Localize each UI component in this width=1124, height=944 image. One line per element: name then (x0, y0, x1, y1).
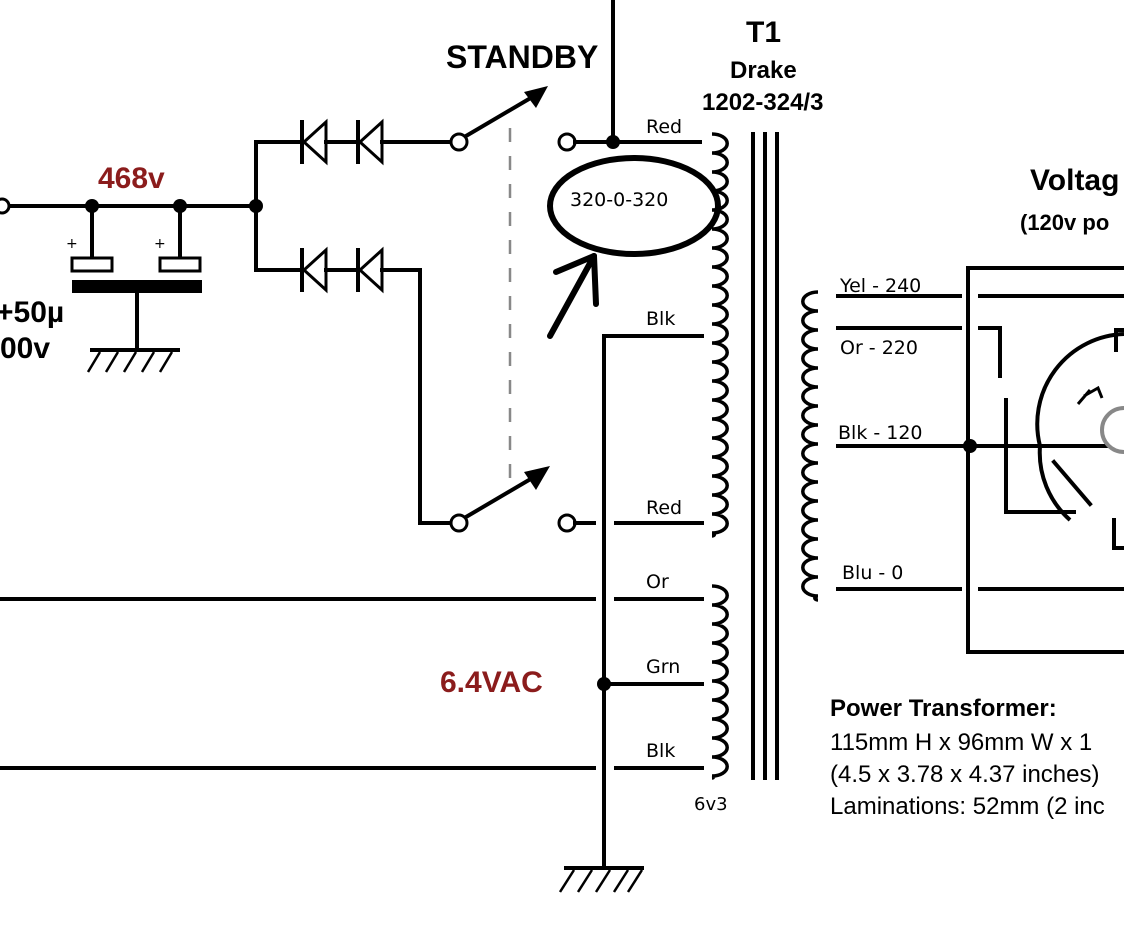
lead-label-red-top: Red (646, 116, 682, 138)
rectifier-diodes (254, 118, 454, 525)
primary-lead-blk-120: Blk - 120 (838, 422, 923, 444)
lead-label-blk-heater: Blk (646, 740, 675, 762)
voltage-selector-title: Voltag (1030, 164, 1119, 197)
voltage-selector-switch[interactable] (966, 266, 1124, 654)
b-plus-rail (0, 197, 263, 215)
primary-lead-or-220: Or - 220 (840, 337, 918, 359)
voltage-selector-subtitle: (120v po (1020, 210, 1109, 235)
secondary-heater-coil (711, 584, 729, 780)
ground-symbol-left (86, 348, 180, 373)
primary-coil (801, 290, 819, 602)
lead-label-grn: Grn (646, 656, 680, 678)
heater-rating-label: 6v3 (694, 794, 728, 815)
lead-label-red-bottom: Red (646, 497, 682, 519)
transformer-part-number: 1202-324/3 (702, 89, 823, 116)
cap-polarity-plus-2: + (154, 236, 166, 252)
cap-value-label: +50µ (0, 296, 64, 329)
notes-laminations: Laminations: 52mm (2 inc (830, 793, 1105, 820)
secondary-wiring (0, 0, 704, 870)
heater-voltage-label: 6.4VAC (440, 666, 543, 699)
notes-dimensions-mm: 115mm H x 96mm W x 1 (830, 729, 1092, 756)
annotation-circle (547, 155, 721, 257)
b-plus-voltage-label: 468v (98, 162, 165, 195)
standby-label: STANDBY (446, 39, 598, 75)
notes-dimensions-in: (4.5 x 3.78 x 4.37 inches) (830, 761, 1099, 788)
secondary-hv-coil (711, 132, 729, 538)
notes-heading: Power Transformer: (830, 695, 1057, 722)
annotation-arrow-icon (547, 253, 599, 339)
standby-switch[interactable] (449, 86, 577, 533)
transformer-core (751, 132, 779, 780)
lead-label-blk-ct: Blk (646, 308, 675, 330)
filter-capacitors: + + (66, 204, 202, 352)
annotation-text: 320-0-320 (570, 189, 668, 211)
cap-voltage-label: 00v (0, 332, 50, 365)
transformer-make: Drake (730, 57, 797, 84)
lead-label-or: Or (646, 571, 669, 593)
transformer-designator: T1 (746, 16, 781, 49)
cap-polarity-plus-1: + (66, 236, 78, 252)
primary-lead-yel-240: Yel - 240 (839, 275, 921, 297)
ground-symbol-bottom (558, 866, 644, 893)
primary-lead-blu-0: Blu - 0 (842, 562, 903, 584)
